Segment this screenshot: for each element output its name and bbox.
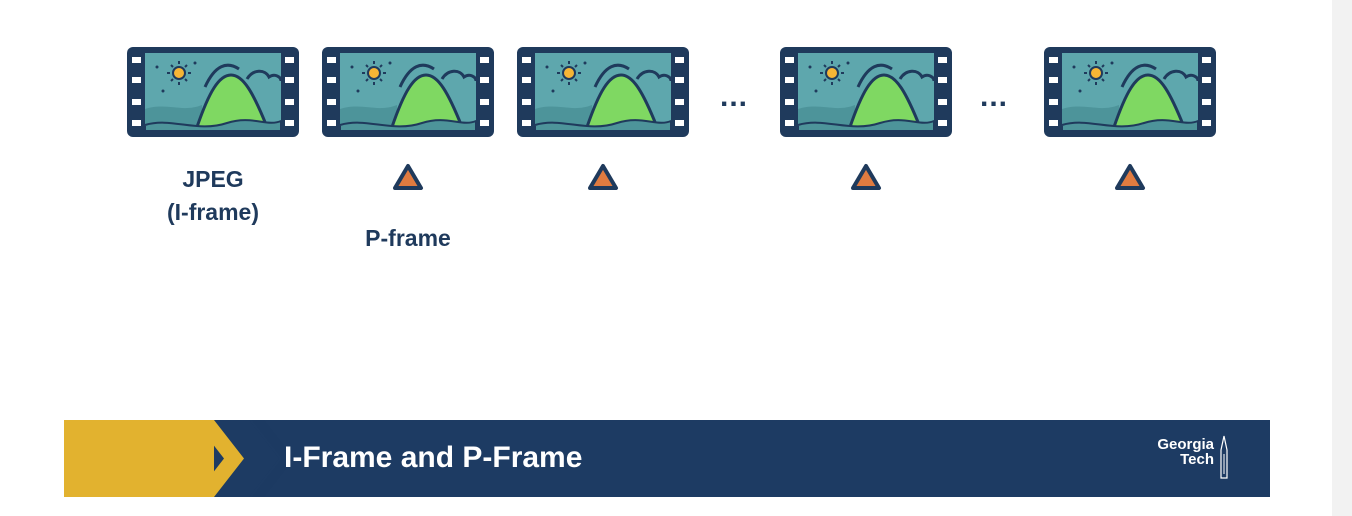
film-frame-icon — [1044, 47, 1216, 137]
film-frame-icon — [127, 47, 299, 137]
banner-title: I-Frame and P-Frame — [284, 441, 583, 474]
chevron-icon — [194, 420, 294, 497]
logo-line1: Georgia — [1157, 436, 1214, 453]
delta-icon — [587, 163, 619, 191]
scrollbar[interactable] — [1332, 0, 1352, 516]
title-banner: I-Frame and P-Frame Georgia Tech — [64, 420, 1270, 497]
iframe-label-line1: JPEG — [182, 166, 244, 192]
iframe-label: JPEG (I-frame) — [127, 163, 299, 229]
ellipsis: ... — [720, 80, 749, 113]
film-frame-icon — [517, 47, 689, 137]
film-frame-icon — [780, 47, 952, 137]
delta-icon — [392, 163, 424, 191]
film-frame-icon — [322, 47, 494, 137]
pframe-label: P-frame — [365, 225, 451, 251]
tech-tower-icon — [1220, 435, 1228, 479]
delta-icon — [1114, 163, 1146, 191]
iframe-label-line2: (I-frame) — [166, 199, 259, 225]
banner-gold-block — [64, 420, 214, 497]
logo-line2: Tech — [1180, 451, 1214, 468]
georgia-tech-logo: Georgia Tech — [1157, 437, 1214, 467]
ellipsis: ... — [980, 80, 1009, 113]
delta-icon — [850, 163, 882, 191]
